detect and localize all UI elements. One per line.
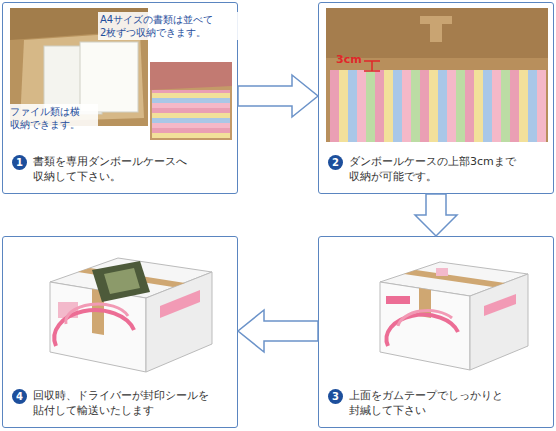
dimension-line — [371, 61, 373, 71]
step-box: 3 上面をガムテープでしっかりと 封緘して下さい — [318, 236, 554, 428]
step-caption: 上面をガムテープでしっかりと 封緘して下さい — [349, 388, 549, 418]
packing-tape — [92, 289, 104, 335]
carton-side — [470, 274, 528, 370]
step-number: 2 — [328, 155, 343, 170]
recycle-arc — [54, 310, 134, 346]
flow-arrow — [238, 310, 318, 352]
carton-front — [380, 282, 470, 370]
step-number: 4 — [12, 389, 27, 404]
step-number: 3 — [328, 389, 343, 404]
packing-tape — [419, 288, 431, 318]
standing-files — [330, 70, 546, 142]
carton-top — [380, 262, 528, 296]
stacked-files — [152, 90, 230, 138]
carton-sticker — [58, 302, 78, 318]
paper-sheet — [80, 42, 138, 112]
seal-sticker-inner — [104, 268, 140, 294]
carton-front — [50, 282, 146, 372]
step-box: 2 ダンボールケースの上部3cmまで 収納が可能です。 — [318, 2, 554, 194]
photo-note: ファイル類は横 収納できます。 — [8, 104, 98, 132]
step-caption: 書類を専用ダンボールケースへ 収納して下さい。 — [33, 154, 233, 184]
step-number: 1 — [12, 155, 27, 170]
carton-top — [50, 258, 212, 298]
dimension-tick — [364, 70, 380, 72]
carton-print — [386, 296, 410, 304]
box-flap — [150, 62, 232, 90]
seal-sticker — [92, 261, 150, 302]
carton-sticker — [436, 268, 448, 276]
packing-tape — [404, 270, 505, 287]
carton-print — [160, 290, 200, 318]
handle-hole — [420, 16, 452, 42]
step-caption: ダンボールケースの上部3cmまで 収納が可能です。 — [349, 154, 549, 184]
packing-tape — [78, 268, 185, 287]
carton-side — [146, 272, 212, 372]
dimension-tick — [364, 60, 380, 62]
carton-print — [484, 294, 516, 316]
flow-arrow — [238, 75, 318, 117]
flow-arrow — [415, 194, 457, 236]
files-photo — [150, 62, 232, 140]
recycle-arc — [66, 304, 128, 324]
step-box: 4 回収時、ドライバーが封印シールを 貼付して輸送いたします — [2, 236, 238, 428]
dimension-label: 3cm — [334, 52, 364, 67]
recycle-arc — [398, 311, 452, 326]
recycle-arc — [386, 315, 458, 346]
photo-note: A4サイズの書類は並べて 2枚ずつ収納できます。 — [98, 12, 238, 40]
box-wall — [326, 8, 548, 58]
step-caption: 回収時、ドライバーが封印シールを 貼付して輸送いたします — [33, 388, 233, 418]
box-photo — [326, 8, 548, 142]
